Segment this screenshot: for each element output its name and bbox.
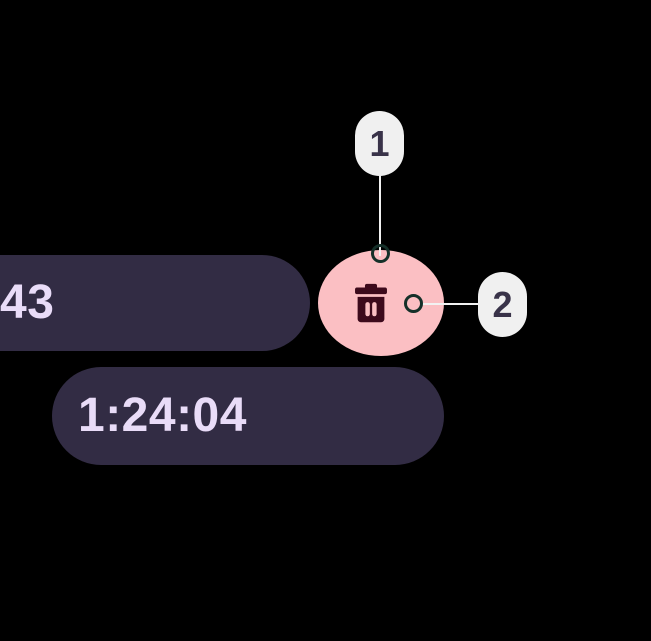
annotation-badge-2-label: 2 [492,283,513,325]
annotation-badge-1-label: 1 [369,122,390,164]
annotation-connector-1 [379,172,381,256]
duration-pill[interactable]: 1:24:04 [52,367,444,465]
trash-icon [352,283,390,323]
annotation-badge-2[interactable]: 2 [478,272,527,337]
annotation-anchor-ring-2 [404,294,423,313]
count-pill[interactable]: 43 [0,255,310,351]
annotation-connector-2 [420,303,482,305]
count-pill-label: 43 [0,276,55,329]
annotation-badge-1[interactable]: 1 [355,111,404,176]
duration-pill-label: 1:24:04 [78,389,247,442]
annotation-anchor-ring-1 [371,244,390,263]
